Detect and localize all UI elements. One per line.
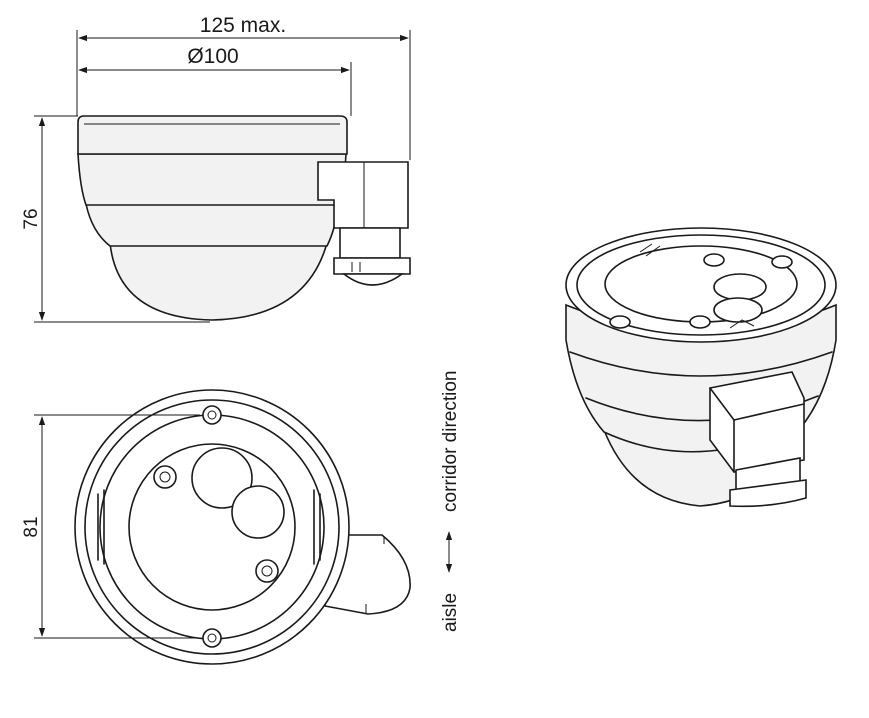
gland-nut: [333, 257, 411, 275]
mount-boss-right: [255, 559, 279, 583]
orientation-note: corridor direction aisle: [440, 371, 461, 633]
aisle-label: aisle: [440, 593, 461, 632]
iso-knockout-large: [713, 273, 767, 301]
iso-knockout-small: [713, 297, 763, 323]
outer-ring: [74, 389, 350, 665]
corridor-direction-label: corridor direction: [440, 371, 461, 513]
depth-label: 81: [21, 516, 42, 537]
dome: [109, 242, 329, 321]
top-view: [74, 389, 411, 665]
upper-housing: [77, 153, 347, 206]
cable-gland: [339, 227, 401, 259]
lower-housing: [85, 203, 339, 247]
knockout-large: [191, 447, 253, 509]
dimension-overall-width: 125 max.: [76, 14, 411, 160]
knockout-small: [231, 485, 285, 539]
connector-box: [317, 161, 409, 229]
iso-gland-nut: [729, 479, 807, 508]
screw-hole-top: [202, 405, 222, 425]
dimension-depth: 81: [21, 414, 200, 639]
diameter-label: Ø100: [187, 45, 238, 68]
dimension-diameter: Ø100: [78, 45, 352, 116]
mount-boss-left: [153, 465, 177, 489]
overall-width-label: 125 max.: [200, 14, 286, 37]
top-cap: [77, 115, 348, 155]
gland-cap: [341, 273, 405, 286]
dimension-height: 76: [21, 115, 210, 323]
isometric-view: [565, 227, 837, 508]
iso-connector-box: [709, 371, 805, 473]
inner-opening: [128, 443, 296, 611]
height-label: 76: [21, 208, 42, 229]
side-view: [77, 115, 411, 321]
screw-hole-bottom: [202, 628, 222, 648]
